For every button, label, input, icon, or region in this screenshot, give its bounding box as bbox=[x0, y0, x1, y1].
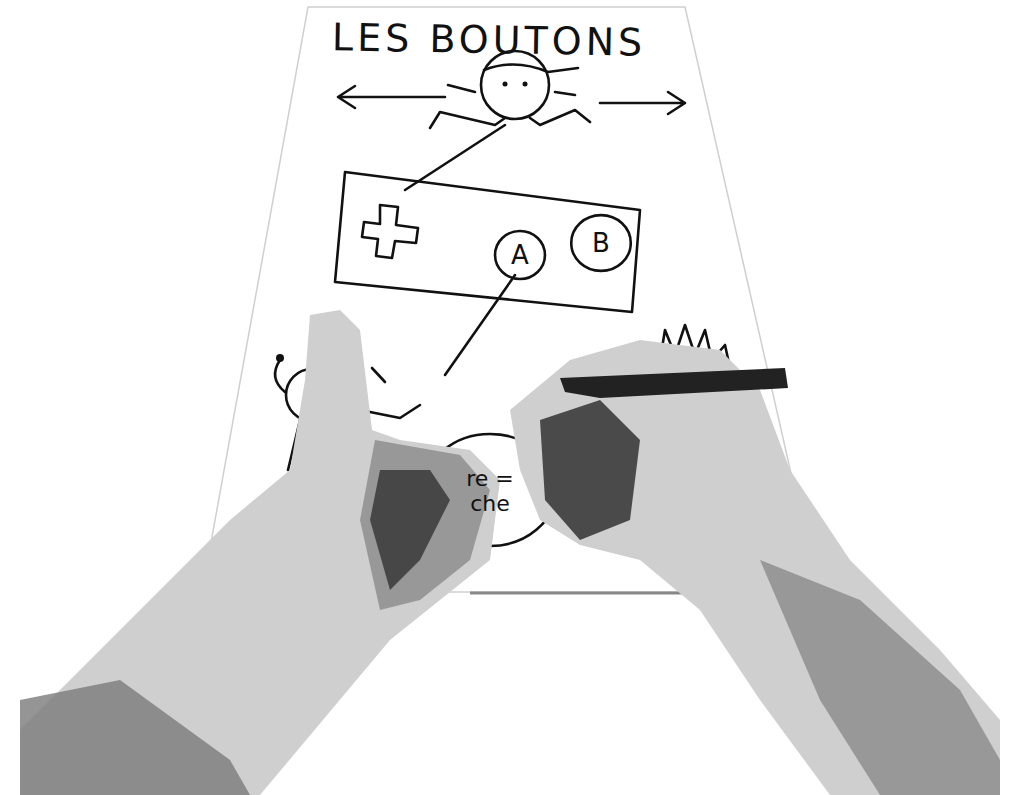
right-arrow bbox=[600, 92, 685, 114]
figure-limbs bbox=[430, 110, 590, 128]
node-text: A bbox=[495, 240, 545, 270]
action-oval-label: re = che bbox=[440, 448, 540, 534]
pen bbox=[560, 368, 788, 398]
node-text: re = che bbox=[458, 466, 522, 516]
hand-shadow bbox=[760, 560, 1000, 795]
hand-shadow bbox=[360, 440, 490, 610]
hand-shadow bbox=[370, 470, 450, 590]
hand-shadow bbox=[540, 400, 640, 540]
sketch-title: LES BOUTONS bbox=[332, 15, 647, 64]
left-arrow bbox=[338, 86, 445, 108]
figure-arms bbox=[448, 85, 575, 95]
left-hand bbox=[20, 310, 500, 795]
leader-line bbox=[445, 275, 515, 375]
controller-outline bbox=[335, 172, 640, 312]
figure-eye bbox=[503, 82, 508, 87]
button-outline-shape bbox=[495, 231, 545, 279]
node-text: B bbox=[571, 228, 631, 258]
figure-dot bbox=[276, 354, 284, 362]
leader-line bbox=[405, 125, 505, 190]
right-hand bbox=[510, 340, 1000, 795]
button-circle: A bbox=[494, 230, 546, 280]
button-outline-shape bbox=[571, 215, 631, 271]
paper-edge bbox=[470, 592, 690, 595]
dpad-symbol bbox=[362, 205, 418, 258]
sleeve-shadow bbox=[20, 680, 250, 795]
button-circle: B bbox=[570, 214, 632, 272]
figure-eye bbox=[523, 82, 528, 87]
head-band bbox=[484, 64, 578, 72]
